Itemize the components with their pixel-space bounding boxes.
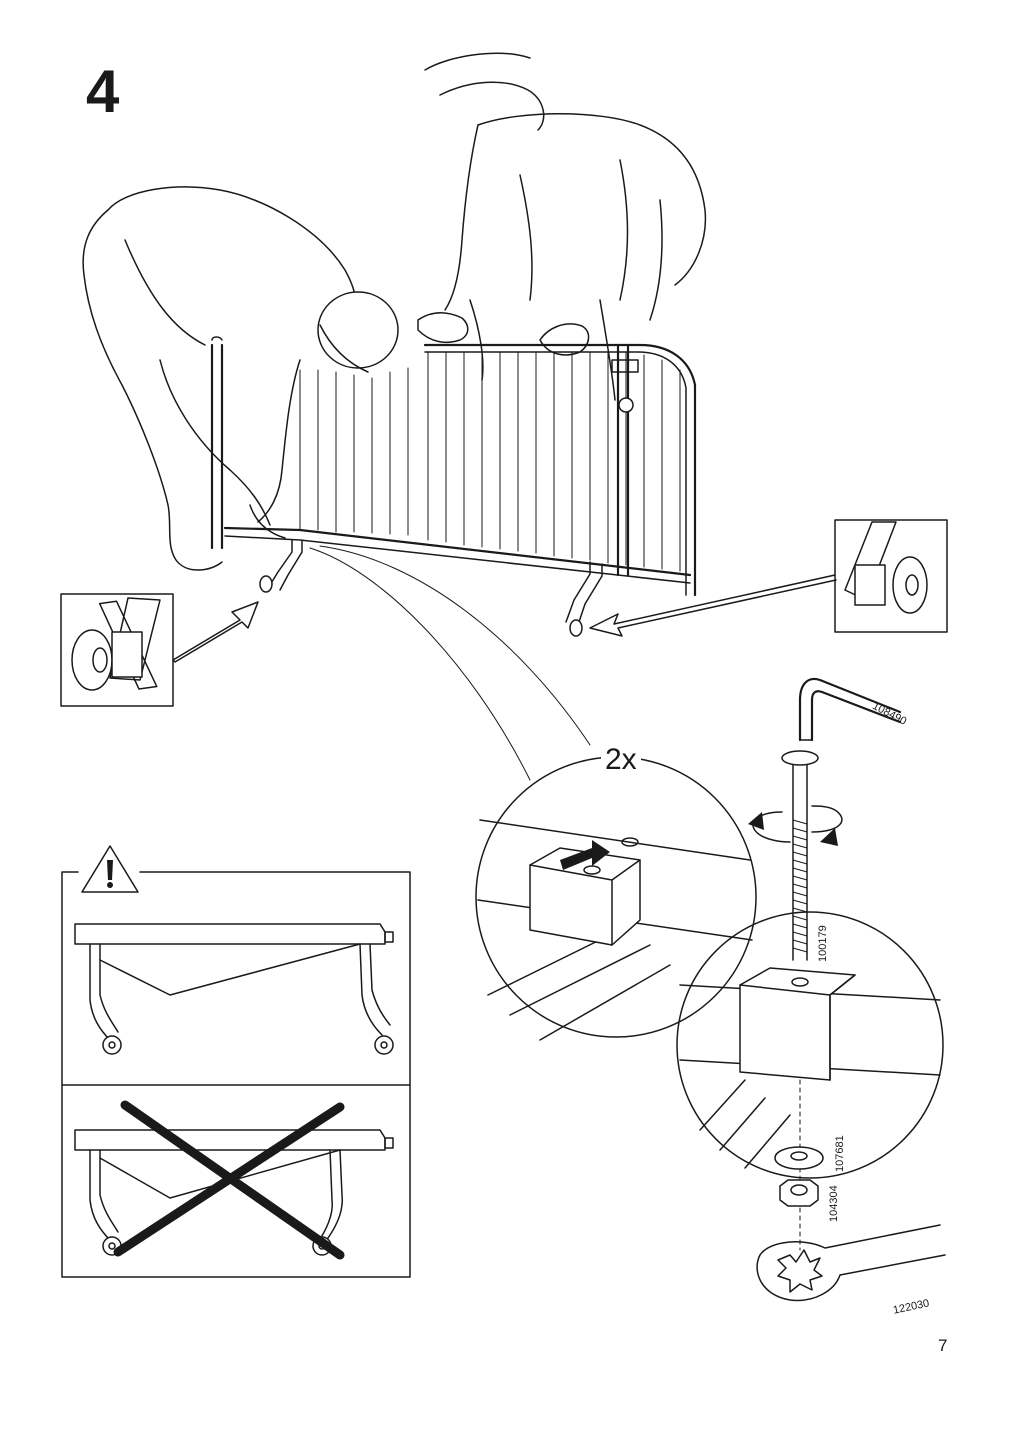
nut [779, 1179, 819, 1207]
bracket-detail-circle [475, 756, 757, 1041]
callout-line [309, 547, 531, 781]
correct-frame-illustration [74, 923, 394, 1055]
arrow-to-left-wheel [172, 601, 259, 663]
arrow-to-right-wheel [589, 574, 837, 637]
incorrect-frame-illustration [74, 1100, 394, 1260]
rotate-arrows [748, 805, 843, 846]
quantity-label: 2x [601, 745, 641, 775]
bolt [781, 750, 819, 961]
page-number: 7 [938, 1336, 948, 1355]
allen-key [798, 677, 902, 742]
head-left [317, 291, 399, 369]
washer [774, 1146, 824, 1170]
push-arrow [560, 840, 610, 870]
step-number: 4 [86, 58, 120, 125]
bolt-detail-circle [676, 911, 944, 1179]
part-number-washer: 107681 [834, 1135, 846, 1172]
person-left [82, 186, 399, 571]
spanner [756, 1224, 946, 1302]
warning-box [61, 845, 411, 1278]
part-number-bolt: 100179 [817, 925, 829, 962]
part-number-nut: 104304 [828, 1185, 840, 1222]
bed-frame [210, 336, 697, 637]
wheel-detail-left [60, 593, 174, 707]
person-right [417, 52, 707, 401]
wheel-detail-right [834, 519, 948, 633]
cross-mark-line-2 [113, 1102, 345, 1257]
